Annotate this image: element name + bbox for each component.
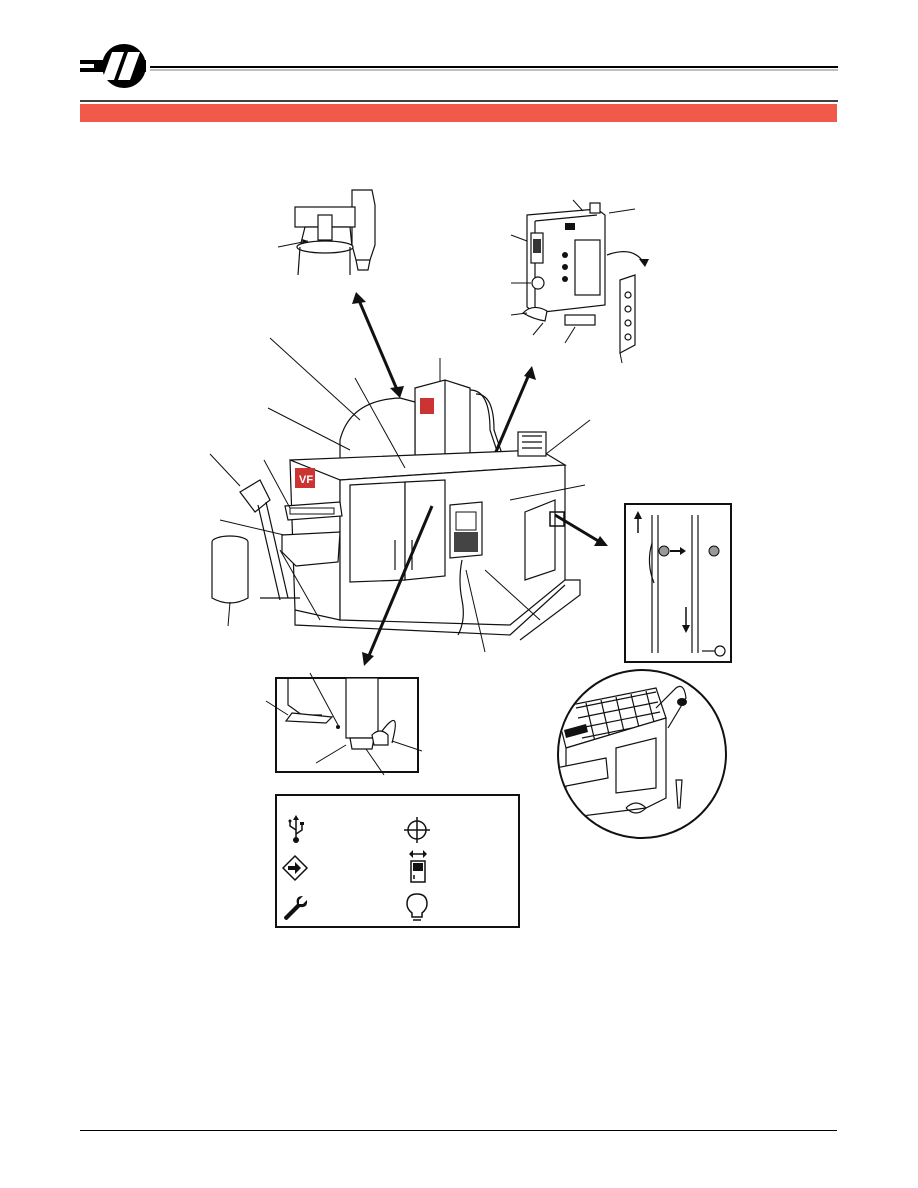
pendant-control-inset xyxy=(505,195,665,370)
wrench-icon xyxy=(281,894,309,922)
spindle-head-inset xyxy=(270,185,390,285)
door-interlock-inset xyxy=(624,503,732,663)
page-header xyxy=(0,0,918,130)
spindle-lock-inset xyxy=(262,665,422,785)
footer-rule xyxy=(80,1130,837,1131)
door-open-icon xyxy=(407,848,429,884)
memory-lock-icon xyxy=(281,854,309,882)
haas-logo-icon xyxy=(78,44,146,88)
work-platform-inset xyxy=(556,668,728,840)
crosshair-icon xyxy=(403,816,431,844)
machine-badge: VF xyxy=(299,474,313,486)
legend-box xyxy=(275,794,520,928)
header-accent-bar xyxy=(80,104,837,122)
vf-vertical-mill-illustration: VF xyxy=(200,280,620,680)
usb-icon xyxy=(283,814,309,844)
work-light-icon xyxy=(405,892,429,924)
header-graphics xyxy=(78,44,838,122)
